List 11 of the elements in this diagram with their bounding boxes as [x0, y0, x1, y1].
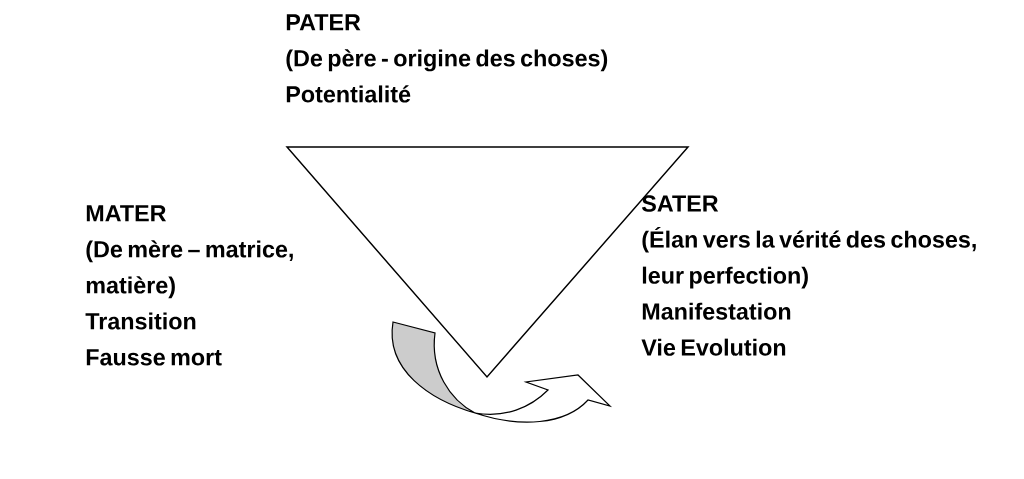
- vertex-keyword: Fausse mort: [86, 349, 222, 366]
- vertex-heading: PATER: [286, 14, 361, 31]
- vertex-keyword: Vie Evolution: [641, 338, 786, 356]
- vertex-description: (De mère – matrice, matière): [86, 240, 293, 299]
- vertex-heading: MATER: [86, 205, 166, 222]
- vertex-description: (De père - origine des choses): [286, 49, 608, 72]
- vertex-keyword: Potentialité: [286, 85, 411, 103]
- vertex-heading: SATER: [641, 195, 719, 212]
- vertex-keyword: Transition: [85, 312, 196, 330]
- vertex-keyword: Manifestation: [642, 302, 791, 320]
- vertex-description: (Élan vers la vérité des choses, leur perfection): [642, 226, 976, 289]
